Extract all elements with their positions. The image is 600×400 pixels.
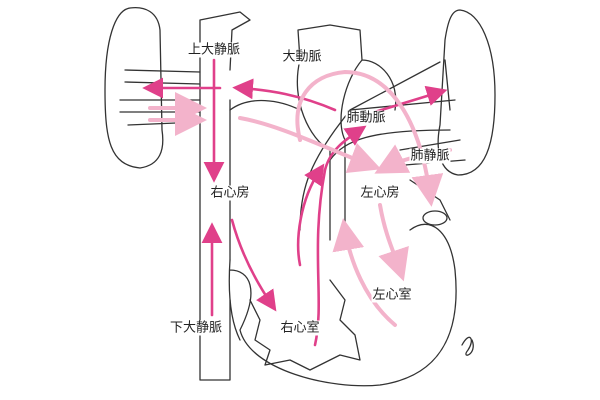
aorta-arch-arrow — [295, 69, 444, 207]
label-aorta: 大動脈 — [281, 49, 323, 65]
label-pulmonary-vein: 肺静脈 — [409, 148, 451, 164]
vena-cava-outline — [199, 11, 251, 381]
pv-to-la-arrow — [238, 116, 382, 173]
label-left-atrium: 左心房 — [359, 185, 401, 201]
left-lung-outline — [437, 9, 496, 176]
label-right-ventricle: 右心室 — [279, 320, 321, 336]
label-inferior-vena-cava: 下大静脈 — [168, 320, 224, 336]
tricuspid-valve — [249, 279, 361, 371]
pa-left-arrow — [232, 78, 337, 112]
la-to-lv-arrow — [378, 203, 409, 282]
label-left-ventricle: 左心室 — [371, 287, 413, 303]
label-right-atrium: 右心房 — [209, 185, 251, 201]
right-lung-outline — [104, 6, 164, 169]
right-pulmonary-vessels — [119, 69, 201, 126]
signature — [461, 336, 474, 356]
label-superior-vena-cava: 上大静脈 — [186, 42, 242, 58]
lv-to-aorta-arrow — [332, 218, 397, 327]
ra-to-rv-arrow — [230, 218, 277, 312]
rv-to-pa-arrow — [313, 125, 367, 347]
rv-outflow-arrow — [296, 163, 325, 267]
label-pulmonary-artery: 肺動脈 — [345, 110, 387, 126]
heart-outline — [228, 99, 457, 387]
descending-aorta-opening — [422, 210, 448, 226]
